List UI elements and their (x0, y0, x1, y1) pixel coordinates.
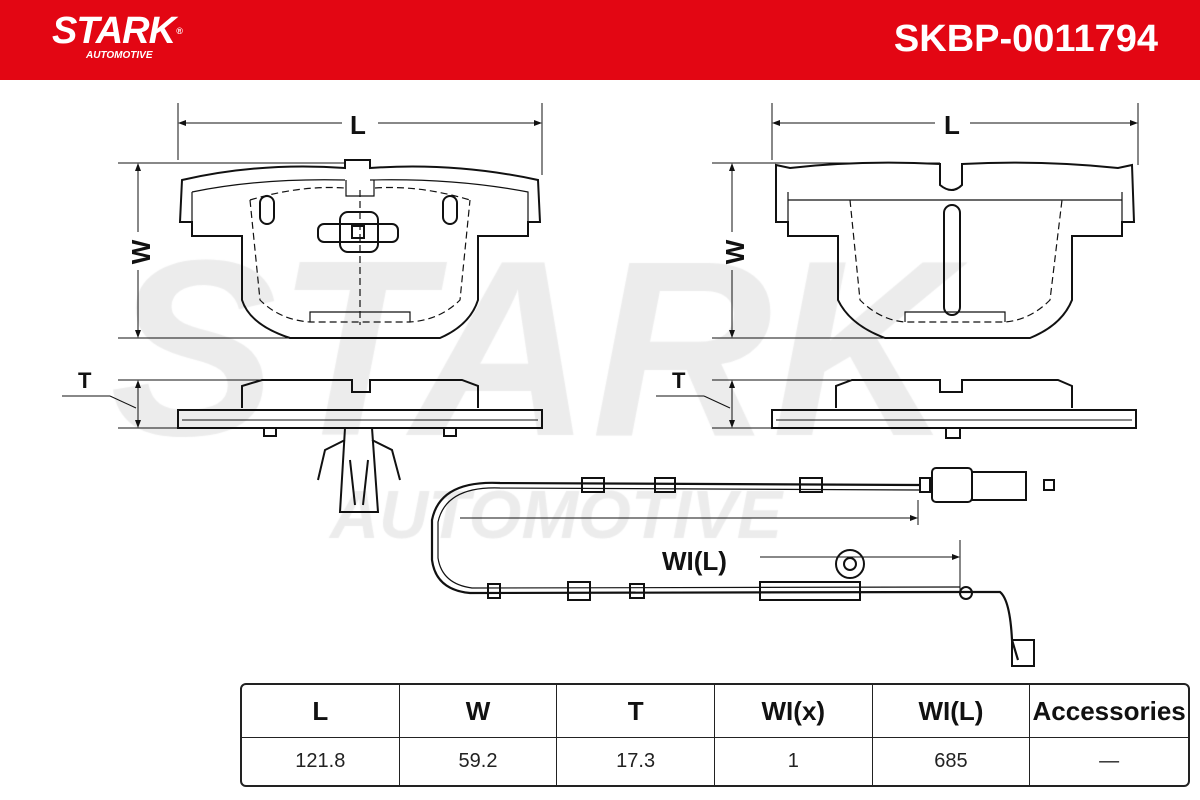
label-width-left: W (126, 239, 156, 264)
value-wi-x: 1 (715, 738, 873, 785)
wear-sensor-wire (430, 481, 1020, 661)
part-number: SKBP-0011794 (893, 18, 1158, 60)
left-pad-side (241, 379, 479, 408)
label-thickness-right: T (672, 368, 686, 393)
logo-subtitle: AUTOMOTIVE (86, 50, 153, 61)
header-wi-l: WI(L) (872, 685, 1031, 738)
right-pad-side (835, 379, 1073, 408)
header-wi-x: WI(x) (714, 685, 873, 738)
label-length-left: L (350, 110, 366, 140)
left-pad-outline (178, 159, 542, 339)
header-w: W (399, 685, 558, 738)
label-length-right: L (944, 110, 960, 140)
value-t: 17.3 (557, 738, 715, 785)
dimension-lines (62, 103, 1139, 595)
value-accessories: — (1099, 750, 1120, 772)
header-l: L (242, 685, 400, 738)
header-t: T (557, 685, 715, 738)
label-wire-length: WI(L) (662, 546, 727, 576)
spec-header-row: L W T WI(x) WI(L) Accessories (242, 685, 1188, 738)
spec-value-row: 121.8 59.2 17.3 1 685 — (242, 738, 1188, 785)
label-thickness-left: T (78, 368, 92, 393)
logo-brand: STARK (52, 10, 176, 52)
value-w: 59.2 (400, 738, 558, 785)
logo-registered: ® (176, 26, 183, 36)
label-width-right: W (720, 239, 750, 264)
stark-logo: STARK® AUTOMOTIVE (52, 10, 183, 62)
technical-drawing: L L W W T T WI(L) (62, 103, 1139, 667)
spec-table: L W T WI(x) WI(L) Accessories 121.8 59.2… (240, 683, 1190, 787)
header-accessories: Accessories (1030, 685, 1188, 738)
value-wi-l: 685 (873, 738, 1031, 785)
header-bar: STARK® AUTOMOTIVE SKBP-0011794 (0, 0, 1200, 80)
value-l: 121.8 (242, 738, 400, 785)
clip (317, 427, 401, 513)
